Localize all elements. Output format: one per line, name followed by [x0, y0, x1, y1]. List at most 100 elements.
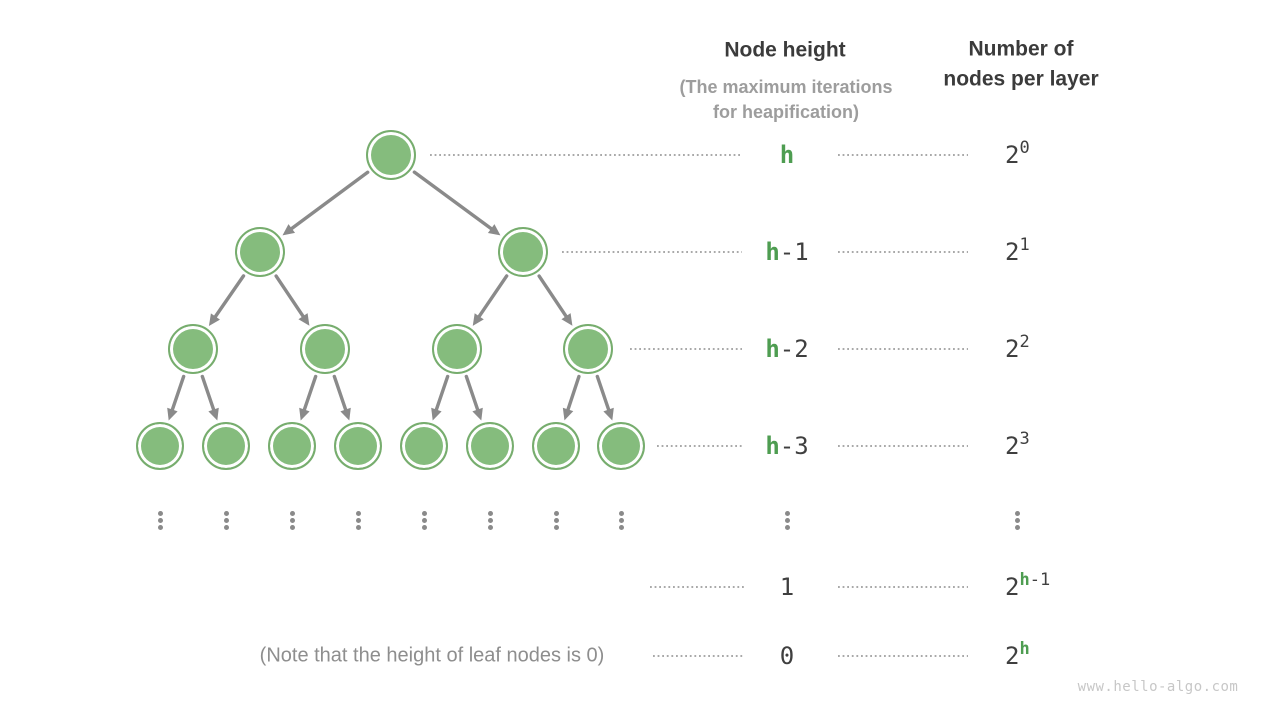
- vertical-ellipsis: [355, 509, 361, 532]
- edge-arrow-line: [302, 374, 318, 412]
- vertical-ellipsis: [1014, 509, 1020, 532]
- ellipsis-dot: [355, 511, 361, 516]
- node-height-subtitle-line2: for heapification): [712, 102, 860, 122]
- edge-arrow-line: [537, 274, 568, 318]
- leaf-height-note: (Note that the height of leaf nodes is 0…: [259, 644, 605, 667]
- node-count-label: 20: [1005, 140, 1030, 169]
- count-base: 2: [1005, 573, 1020, 601]
- vertical-ellipsis: [553, 509, 559, 532]
- edge-arrow-head: [282, 224, 296, 236]
- height-label: h: [780, 143, 794, 167]
- ellipsis-dot: [289, 511, 295, 516]
- edge-arrow-line: [464, 374, 480, 412]
- height-label: h-1: [765, 240, 808, 264]
- count-exponent: 2: [1019, 332, 1029, 352]
- count-base: 2: [1005, 432, 1020, 460]
- vertical-ellipsis: [157, 509, 163, 532]
- tree-node: [400, 422, 448, 470]
- label-text: 2: [1019, 332, 1030, 352]
- ellipsis-dot: [553, 518, 559, 523]
- edge-arrow-line: [434, 374, 450, 412]
- edge-arrow-head: [472, 313, 484, 326]
- label-text: -1: [1029, 570, 1051, 590]
- label-text: -3: [779, 432, 809, 460]
- nodes-per-layer-header-line2: nodes per layer: [943, 67, 1099, 91]
- vertical-ellipsis: [487, 509, 493, 532]
- ellipsis-dot: [784, 518, 790, 523]
- count-base: 2: [1005, 642, 1020, 670]
- node-height-subtitle-line1: (The maximum iterations: [679, 77, 893, 97]
- edge-arrow-line: [170, 374, 186, 412]
- edge-arrow-head: [431, 407, 442, 421]
- vertical-ellipsis: [421, 509, 427, 532]
- count-exponent: 3: [1019, 429, 1029, 449]
- ellipsis-dot: [157, 511, 163, 516]
- vertical-ellipsis: [289, 509, 295, 532]
- ellipsis-dot: [618, 525, 624, 530]
- ellipsis-dot: [421, 518, 427, 523]
- tree-node: [334, 422, 382, 470]
- ellipsis-dot: [1014, 518, 1020, 523]
- edge-arrow-head: [298, 313, 310, 326]
- height-var-h: h: [765, 432, 780, 460]
- height-label: 1: [780, 575, 794, 599]
- node-count-label: 2h: [1005, 641, 1030, 670]
- count-exponent: 0: [1019, 138, 1029, 158]
- ellipsis-dot: [289, 518, 295, 523]
- label-text: 3: [1019, 429, 1030, 449]
- tree-node: [563, 324, 613, 374]
- ellipsis-dot: [421, 511, 427, 516]
- tree-node: [235, 227, 285, 277]
- vertical-ellipsis: [618, 509, 624, 532]
- count-base: 2: [1005, 238, 1020, 266]
- tree-node: [498, 227, 548, 277]
- edge-arrow-line: [200, 374, 216, 412]
- ellipsis-dot: [421, 525, 427, 530]
- ellipsis-dot: [487, 511, 493, 516]
- edge-arrow-line: [412, 170, 493, 231]
- edge-arrow-line: [290, 170, 370, 231]
- ellipsis-dot: [784, 525, 790, 530]
- edge-arrow-head: [208, 407, 219, 421]
- node-count-label: 21: [1005, 237, 1030, 266]
- node-height-header: Node height: [724, 38, 846, 62]
- count-exponent: h-1: [1019, 570, 1050, 590]
- ellipsis-dot: [223, 518, 229, 523]
- ellipsis-dot: [1014, 511, 1020, 516]
- ellipsis-dot: [618, 518, 624, 523]
- tree-node: [136, 422, 184, 470]
- tree-node: [366, 130, 416, 180]
- edge-arrow-head: [340, 407, 351, 421]
- ellipsis-dot: [553, 525, 559, 530]
- ellipsis-dot: [487, 518, 493, 523]
- nodes-per-layer-header-line1: Number of: [968, 37, 1074, 61]
- ellipsis-dot: [618, 511, 624, 516]
- ellipsis-dot: [355, 525, 361, 530]
- count-exponent: h: [1019, 639, 1029, 659]
- edge-arrow-head: [208, 313, 220, 326]
- vertical-ellipsis: [784, 509, 790, 532]
- height-label: h-2: [765, 337, 808, 361]
- height-var-h: h: [765, 335, 780, 363]
- ellipsis-dot: [157, 518, 163, 523]
- watermark: www.hello-algo.com: [1077, 679, 1239, 695]
- ellipsis-dot: [784, 511, 790, 516]
- ellipsis-dot: [487, 525, 493, 530]
- height-var-h: h: [765, 238, 780, 266]
- ellipsis-dot: [355, 518, 361, 523]
- count-base: 2: [1005, 141, 1020, 169]
- edge-arrow-line: [274, 274, 305, 318]
- edge-arrow-head: [562, 407, 574, 421]
- height-var-h: h: [1019, 570, 1030, 590]
- label-text: 1: [1019, 235, 1030, 255]
- ellipsis-dot: [223, 525, 229, 530]
- height-label: h-3: [765, 434, 808, 458]
- ellipsis-dot: [553, 511, 559, 516]
- label-text: 0: [779, 642, 795, 670]
- edge-arrow-head: [167, 407, 178, 421]
- edge-arrow-line: [332, 374, 348, 412]
- tree-node: [300, 324, 350, 374]
- edge-arrow-head: [603, 407, 614, 421]
